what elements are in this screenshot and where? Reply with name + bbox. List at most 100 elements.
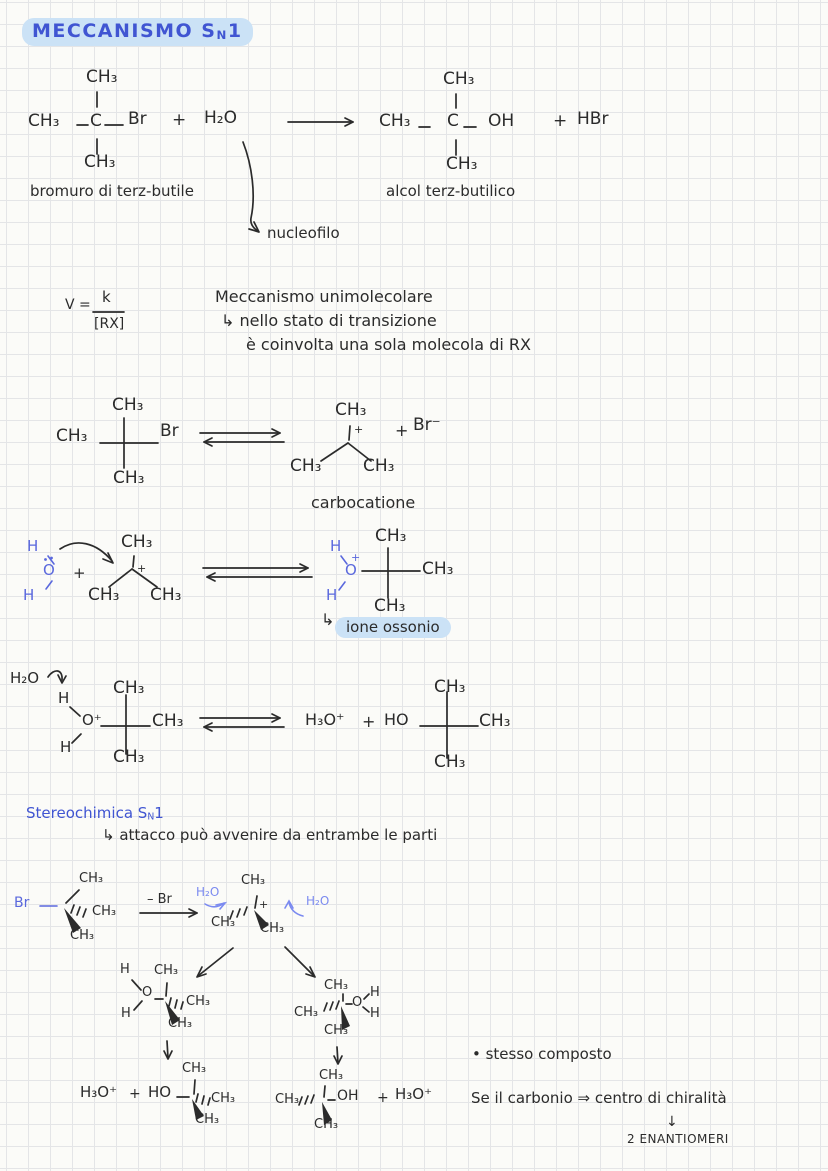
water-bonds — [44, 555, 55, 590]
title-sub: N — [216, 28, 228, 43]
ch3-label: CH₃ — [434, 752, 466, 772]
diverging-arrow-left — [196, 947, 234, 978]
oxonium-h: H — [121, 1006, 131, 1021]
ch3-label: CH₃ — [168, 1016, 193, 1031]
oh-label: OH — [488, 111, 515, 131]
ch3-label: CH₃ — [446, 154, 478, 174]
ch3-label: CH₃ — [379, 111, 411, 131]
ch3-label: CH₃ — [92, 904, 117, 919]
plus-sign: + — [129, 1086, 141, 1102]
mech-note-1: Meccanismo unimolecolare — [215, 287, 433, 306]
mech-note-2: ↳ nello stato di transizione — [221, 311, 437, 330]
water-o: O — [43, 561, 55, 579]
plus-charge: + — [354, 423, 364, 436]
ch3-label: CH₃ — [260, 921, 285, 936]
attack-curved-arrow — [59, 542, 114, 564]
down-arrow: ↓ — [666, 1114, 678, 1130]
step2-carbocation-bonds — [108, 555, 158, 588]
br-label: Br — [14, 895, 30, 911]
ch3-label: CH₃ — [150, 585, 182, 605]
plus-sign: + — [553, 111, 568, 131]
ch3-label: CH₃ — [319, 1068, 344, 1083]
ch3-label: CH₃ — [290, 456, 322, 476]
ch3-label: CH₃ — [182, 1061, 207, 1076]
br-label: Br — [160, 421, 179, 441]
oh-label: OH — [337, 1088, 359, 1104]
ch3-label: CH₃ — [113, 678, 145, 698]
plus-charge: + — [351, 551, 361, 564]
ch3-label: CH₃ — [434, 677, 466, 697]
ch3-label: CH₃ — [113, 747, 145, 767]
water-h: H — [23, 586, 35, 604]
ch3-label: CH₃ — [375, 526, 407, 546]
ch3-label: CH₃ — [70, 928, 95, 943]
product-name: alcol terz-butilico — [386, 182, 516, 200]
oxonium-bonds — [338, 547, 421, 599]
reactant-name: bromuro di terz-butile — [30, 182, 194, 200]
left-down-arrow — [163, 1040, 173, 1060]
ch3-label: CH₃ — [112, 395, 144, 415]
left-final-product-bonds — [176, 1079, 211, 1120]
stereo-heading: Stereochimica SN1 — [26, 806, 164, 822]
enantiomers-note: 2 ENANTIOMERI — [627, 1132, 729, 1146]
h2o-hook-arrow — [47, 670, 67, 684]
stereo-reactant-bonds — [39, 889, 87, 933]
h2o-label: H₂O — [196, 885, 220, 899]
oxonium-h: H — [370, 1006, 380, 1021]
plus-sign: + — [172, 110, 187, 130]
ho-label: HO — [148, 1083, 172, 1101]
oxonium-h: H — [58, 689, 70, 707]
tbubr-bonds — [76, 91, 124, 155]
oxonium-label: ione ossonio — [335, 617, 451, 638]
oxonium-h: H — [60, 738, 72, 756]
ch3-label: CH₃ — [88, 585, 120, 605]
ch3-label: CH₃ — [152, 711, 184, 731]
left-oxonium-product-bonds — [131, 979, 184, 1025]
right-final-product-bonds — [298, 1085, 336, 1125]
reaction-arrow — [287, 117, 354, 127]
plus-sign: + — [362, 712, 376, 731]
oxonium-o-plus: O⁺ — [82, 711, 102, 729]
ch3-label: CH₃ — [479, 711, 511, 731]
oxonium-h: H — [330, 537, 342, 555]
oxonium-h: H — [370, 985, 380, 1000]
h2o-attack-arrow-right — [284, 899, 304, 917]
ch3-label: CH₃ — [335, 400, 367, 420]
carbocation-label: carbocatione — [311, 493, 416, 512]
carbon-label: C — [447, 111, 459, 131]
title-main: MECCANISMO S — [32, 20, 217, 42]
carbocation-bonds — [320, 425, 372, 462]
ch3-label: CH₃ — [294, 1005, 319, 1020]
plus-sign: + — [377, 1090, 389, 1106]
plus-charge: + — [259, 898, 269, 911]
ch3-label: CH₃ — [211, 1091, 236, 1106]
chirality-note: Se il carbonio ⇒ centro di chiralità — [471, 1089, 727, 1107]
h2o-label: H₂O — [204, 108, 237, 128]
oxonium-h: H — [326, 586, 338, 604]
stereo-note: ↳ attacco può avvenire da entrambe le pa… — [102, 826, 438, 844]
h2o-label: H₂O — [10, 669, 40, 687]
ho-label: HO — [384, 710, 409, 729]
stereo-heading-end: 1 — [154, 804, 164, 822]
plus-charge: + — [137, 562, 147, 575]
ch3-label: CH₃ — [363, 456, 395, 476]
right-down-arrow — [333, 1046, 343, 1065]
nucleophile-label: nucleofilo — [267, 224, 340, 242]
title-end: 1 — [227, 20, 243, 42]
hydronium-label: H₃O⁺ — [80, 1083, 118, 1101]
oxonium-o: O — [345, 561, 357, 579]
ch3-label: CH₃ — [28, 111, 60, 131]
rate-lhs: V = — [65, 297, 91, 313]
ch3-label: CH₃ — [86, 67, 118, 87]
ch3-label: CH₃ — [374, 596, 406, 616]
carbon-label: C — [90, 111, 102, 131]
rate-numerator: k — [102, 288, 111, 306]
tbuoh-bonds — [418, 93, 477, 156]
bromide-label: Br⁻ — [413, 415, 441, 435]
rate-denominator: [RX] — [94, 316, 125, 332]
ch3-label: CH₃ — [241, 873, 266, 888]
ch3-label: CH₃ — [422, 559, 454, 579]
nucleophile-curved-arrow — [242, 141, 260, 233]
equilibrium-arrows-1 — [199, 428, 285, 447]
ch3-label: CH₃ — [113, 468, 145, 488]
